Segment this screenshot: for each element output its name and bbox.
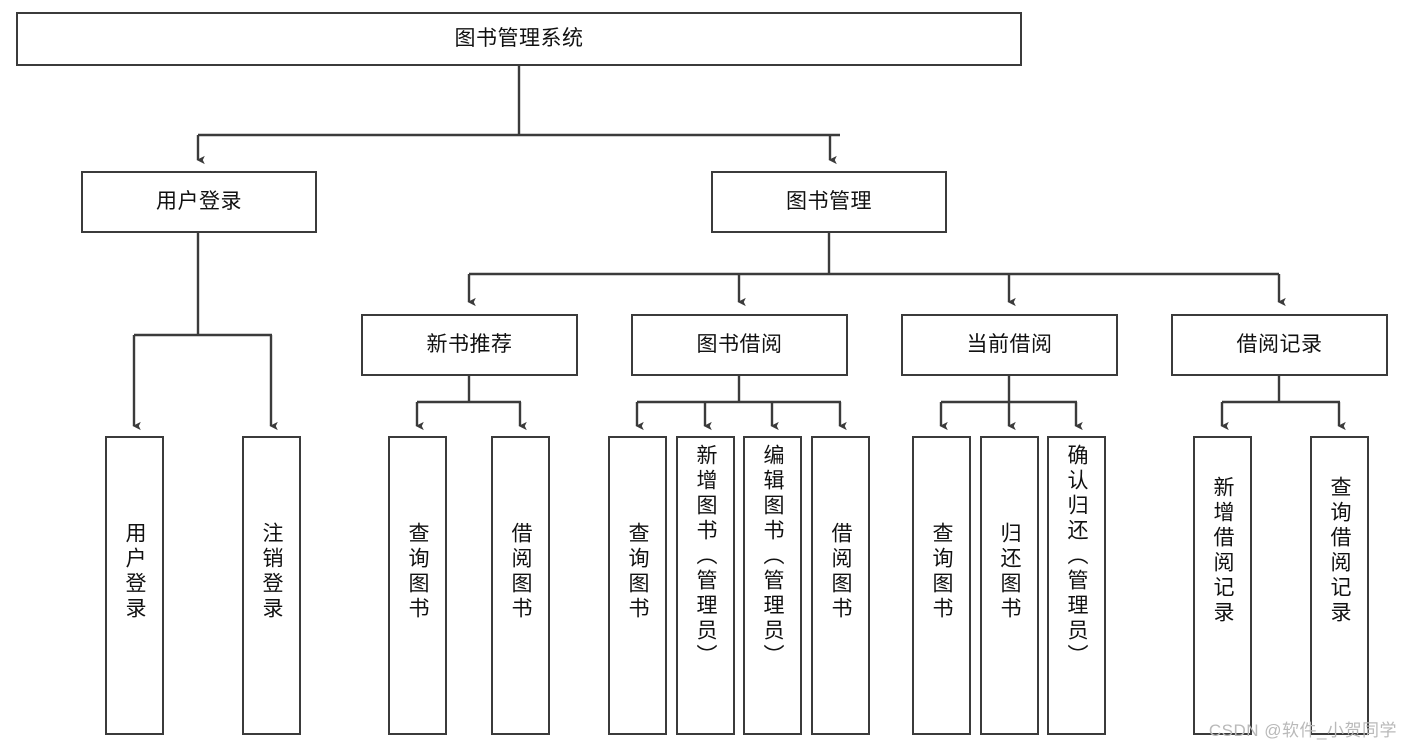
node-user-login[interactable]: 用户登录 <box>81 171 317 233</box>
node-leaf-borrow-book-2[interactable]: 借阅图书 <box>811 436 870 735</box>
node-book-manage-label: 图书管理 <box>786 189 872 213</box>
node-leaf-query-record-label: 查询借阅记录 <box>1328 476 1351 626</box>
node-leaf-query-book-1-label: 查询图书 <box>406 522 429 622</box>
node-leaf-borrow-book-2-label: 借阅图书 <box>829 522 852 622</box>
node-leaf-return-book-label: 归还图书 <box>998 522 1021 622</box>
node-root-label: 图书管理系统 <box>454 26 584 50</box>
node-leaf-add-book-label: 新增图书（管理员） <box>694 444 717 669</box>
node-new-book-recommend-label: 新书推荐 <box>426 332 513 356</box>
node-user-login-label: 用户登录 <box>156 189 242 213</box>
node-leaf-query-book-3-label: 查询图书 <box>930 522 953 622</box>
node-leaf-borrow-book-1-label: 借阅图书 <box>509 522 532 622</box>
node-current-borrow-label: 当前借阅 <box>966 332 1053 356</box>
node-leaf-user-login[interactable]: 用户登录 <box>105 436 164 735</box>
node-current-borrow[interactable]: 当前借阅 <box>901 314 1118 376</box>
node-borrow-record[interactable]: 借阅记录 <box>1171 314 1388 376</box>
node-leaf-edit-book[interactable]: 编辑图书（管理员） <box>743 436 802 735</box>
node-leaf-add-record[interactable]: 新增借阅记录 <box>1193 436 1252 735</box>
node-book-manage[interactable]: 图书管理 <box>711 171 947 233</box>
node-leaf-confirm-return-label: 确认归还（管理员） <box>1065 444 1088 669</box>
node-leaf-add-book[interactable]: 新增图书（管理员） <box>676 436 735 735</box>
node-leaf-query-book-3[interactable]: 查询图书 <box>912 436 971 735</box>
node-book-borrow-label: 图书借阅 <box>696 332 783 356</box>
node-root[interactable]: 图书管理系统 <box>16 12 1022 66</box>
node-leaf-logout-login-label: 注销登录 <box>260 522 283 622</box>
node-leaf-logout-login[interactable]: 注销登录 <box>242 436 301 735</box>
node-leaf-user-login-label: 用户登录 <box>123 522 146 622</box>
node-leaf-query-book-1[interactable]: 查询图书 <box>388 436 447 735</box>
node-leaf-query-book-2-label: 查询图书 <box>626 522 649 622</box>
node-leaf-query-book-2[interactable]: 查询图书 <box>608 436 667 735</box>
node-leaf-query-record[interactable]: 查询借阅记录 <box>1310 436 1369 735</box>
node-borrow-record-label: 借阅记录 <box>1236 332 1323 356</box>
csdn-watermark: CSDN @软件_小贺同学 <box>1208 721 1397 740</box>
node-leaf-borrow-book-1[interactable]: 借阅图书 <box>491 436 550 735</box>
node-new-book-recommend[interactable]: 新书推荐 <box>361 314 578 376</box>
node-leaf-return-book[interactable]: 归还图书 <box>980 436 1039 735</box>
node-leaf-edit-book-label: 编辑图书（管理员） <box>761 444 784 669</box>
node-leaf-add-record-label: 新增借阅记录 <box>1211 476 1234 626</box>
node-leaf-confirm-return[interactable]: 确认归还（管理员） <box>1047 436 1106 735</box>
node-book-borrow[interactable]: 图书借阅 <box>631 314 848 376</box>
